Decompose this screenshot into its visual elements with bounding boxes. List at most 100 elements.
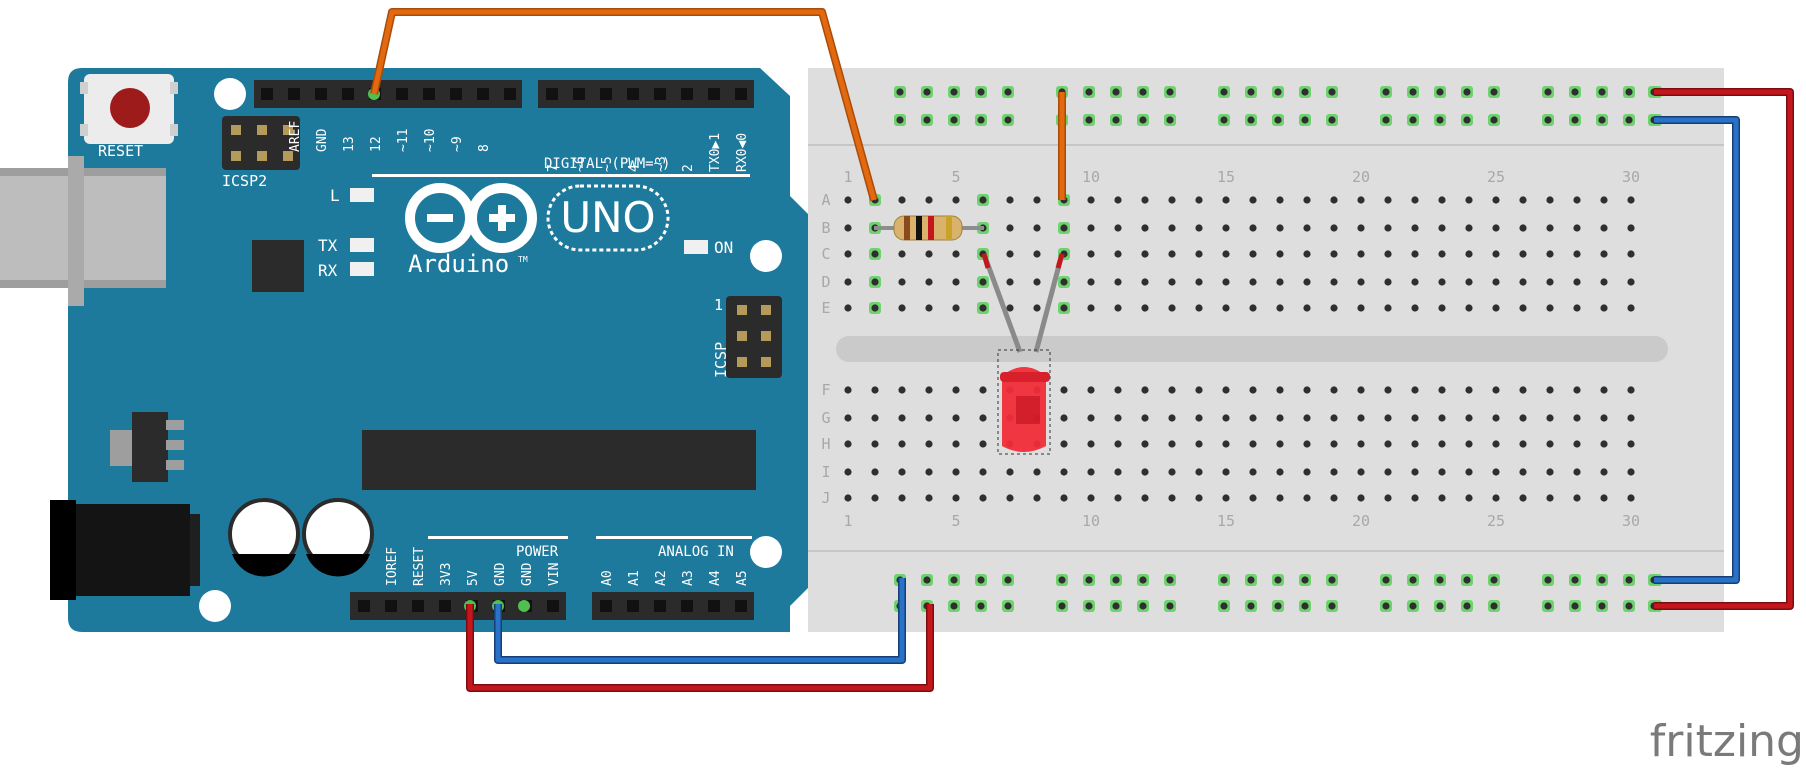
power-rail-hole — [1409, 576, 1417, 584]
breadboard-hole — [1222, 304, 1230, 312]
analog-pin-label: A3 — [681, 570, 696, 586]
rail-ground-jumper-core — [1654, 117, 1739, 583]
breadboard-hole — [1438, 304, 1446, 312]
power-rail-hole — [1004, 576, 1012, 584]
breadboard-hole — [1276, 440, 1284, 448]
power-rail-hole — [1301, 116, 1309, 124]
power-rail-hole — [977, 576, 985, 584]
breadboard-hole — [952, 386, 960, 394]
power-rail-hole — [1598, 602, 1606, 610]
breadboard-hole — [979, 414, 987, 422]
power-rail-hole — [1436, 116, 1444, 124]
breadboard-hole — [952, 278, 960, 286]
breadboard-hole — [1357, 414, 1365, 422]
power-rail-hole — [1139, 602, 1147, 610]
breadboard-hole — [1330, 196, 1338, 204]
reset-button[interactable] — [80, 74, 178, 144]
digital-header-pin — [573, 88, 585, 100]
breadboard-hole — [1330, 304, 1338, 312]
power-rail-hole — [1463, 602, 1471, 610]
breadboard-hole — [1519, 196, 1527, 204]
analog-header-pin — [654, 600, 666, 612]
breadboard-hole — [925, 414, 933, 422]
icsp2-pin — [257, 125, 267, 135]
breadboard-hole — [1465, 386, 1473, 394]
power-rail-hole — [1436, 576, 1444, 584]
breadboard-hole — [1546, 494, 1554, 502]
breadboard-hole — [1033, 196, 1041, 204]
digital-pin-label: RX0◀0 — [735, 133, 750, 172]
breadboard-hole — [1006, 304, 1014, 312]
power-rail-hole — [1139, 116, 1147, 124]
column-number-top: 30 — [1622, 168, 1640, 186]
breadboard-hole — [1519, 250, 1527, 258]
power-rail-hole — [1112, 602, 1120, 610]
breadboard-hole — [1006, 278, 1014, 286]
power-rail-hole — [977, 88, 985, 96]
power-rail-hole — [1058, 602, 1066, 610]
breadboard-hole — [1492, 386, 1500, 394]
power-silk-line — [428, 536, 568, 539]
icsp-pin1-label: 1 — [714, 296, 723, 314]
main-microcontroller-chip — [362, 430, 756, 490]
breadboard-hole — [1573, 304, 1581, 312]
breadboard-hole — [1195, 386, 1203, 394]
breadboard-hole — [1492, 250, 1500, 258]
breadboard-hole — [871, 414, 879, 422]
breadboard-hole — [1060, 224, 1068, 232]
breadboard-hole — [1114, 278, 1122, 286]
power-rail-hole — [1571, 116, 1579, 124]
fritzing-watermark: fritzing — [1650, 716, 1804, 767]
breadboard-hole — [1600, 386, 1608, 394]
breadboard-hole — [952, 414, 960, 422]
digital-pin-label: ~9 — [450, 136, 465, 152]
breadboard-hole — [1249, 468, 1257, 476]
power-rail-hole — [1247, 88, 1255, 96]
breadboard-hole — [1384, 468, 1392, 476]
breadboard-hole — [1249, 386, 1257, 394]
power-header-pin — [547, 600, 559, 612]
power-rail-hole — [1274, 602, 1282, 610]
power-rail-hole — [950, 602, 958, 610]
digital-pin-label: ~3 — [654, 156, 669, 172]
column-number-bottom: 10 — [1082, 512, 1100, 530]
column-number-bottom: 30 — [1622, 512, 1640, 530]
breadboard-hole — [1627, 468, 1635, 476]
breadboard-hole — [871, 440, 879, 448]
breadboard-hole — [1303, 250, 1311, 258]
analog-header — [592, 592, 754, 620]
breadboard-hole — [1168, 440, 1176, 448]
breadboard-hole — [1492, 278, 1500, 286]
power-pin-label: 5V — [466, 570, 481, 586]
breadboard-hole — [979, 386, 987, 394]
power-rail-hole — [896, 116, 904, 124]
column-number-top: 25 — [1487, 168, 1505, 186]
power-rail-hole — [1625, 576, 1633, 584]
power-rail-hole — [1058, 576, 1066, 584]
power-rail-hole — [1328, 88, 1336, 96]
breadboard-hole — [1465, 196, 1473, 204]
power-pin-label: IOREF — [385, 547, 400, 586]
breadboard-hole — [898, 440, 906, 448]
breadboard-hole — [1465, 224, 1473, 232]
icsp2-pin — [231, 151, 241, 161]
breadboard-hole — [1087, 250, 1095, 258]
power-rail-hole — [1220, 88, 1228, 96]
breadboard-hole — [1195, 250, 1203, 258]
column-number-top: 1 — [843, 168, 852, 186]
breadboard-hole — [1492, 224, 1500, 232]
column-number-bottom: 25 — [1487, 512, 1505, 530]
digital-pin-label: 2 — [681, 164, 696, 172]
arduino-uno-board — [68, 68, 820, 632]
breadboard-hole — [844, 304, 852, 312]
breadboard-hole — [1357, 494, 1365, 502]
power-rail-hole — [1598, 576, 1606, 584]
digital-header-pin — [261, 88, 273, 100]
power-rail-hole — [1004, 602, 1012, 610]
breadboard-hole — [1303, 468, 1311, 476]
analog-pin-label: A4 — [708, 570, 723, 586]
breadboard-hole — [1411, 196, 1419, 204]
breadboard-hole — [1519, 386, 1527, 394]
breadboard-hole — [1060, 304, 1068, 312]
